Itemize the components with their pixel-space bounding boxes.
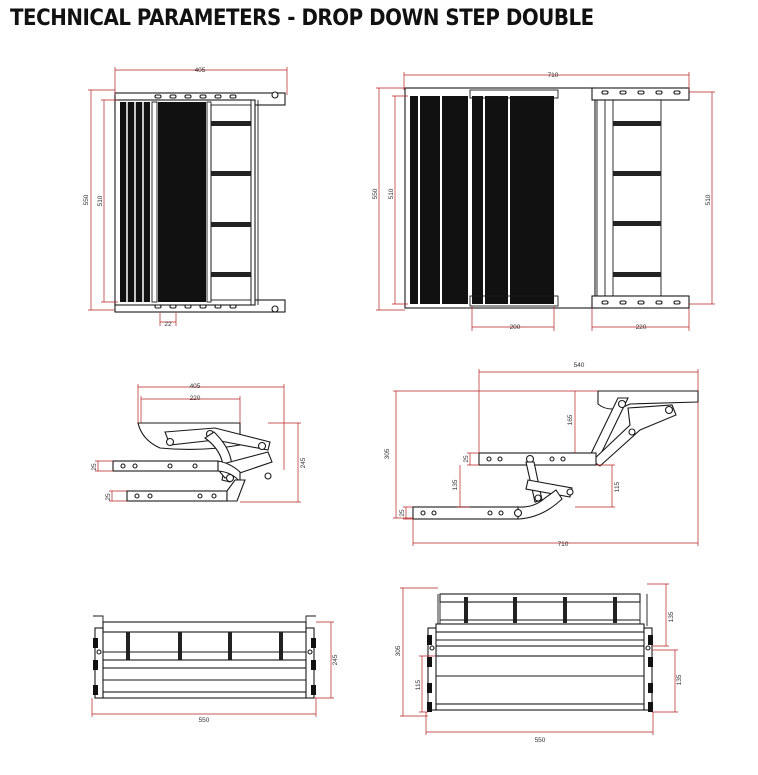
side-view-single: 405 220 245 25 25 xyxy=(91,383,307,503)
dim-side-double-height: 305 xyxy=(384,448,391,459)
dim-side-single-height: 245 xyxy=(300,457,307,468)
dim-side-double-top: 540 xyxy=(574,362,585,369)
dim-side-single-width: 405 xyxy=(190,383,201,390)
dim-top-single-width: 405 xyxy=(195,67,206,74)
dim-front-double-left-mid: 115 xyxy=(415,679,422,690)
dim-front-double-height: 305 xyxy=(395,645,402,656)
dim-top-single-bottom: 22 xyxy=(164,321,172,328)
dim-front-single-height: 245 xyxy=(332,654,339,665)
dim-side-double-bottom: 710 xyxy=(558,541,569,548)
front-view-double: 135 305 115 135 550 xyxy=(395,583,683,744)
dim-front-double-top-right: 135 xyxy=(668,611,675,622)
dim-side-double-rise: 165 xyxy=(567,414,574,425)
front-view-single: 245 550 xyxy=(91,615,339,724)
dim-side-double-step-mid: 135 xyxy=(452,479,459,490)
dim-top-double-width: 710 xyxy=(548,72,559,79)
dim-top-double-bottom-left: 200 xyxy=(510,324,521,331)
dim-top-double-height-right: 510 xyxy=(705,194,712,205)
dim-front-double-right-mid: 135 xyxy=(676,674,683,685)
dim-front-double-width: 550 xyxy=(535,737,546,744)
dim-top-single-height-outer: 550 xyxy=(83,194,90,205)
dim-top-double-height-left-outer: 550 xyxy=(372,188,379,199)
dim-top-single-height-inner: 510 xyxy=(97,195,104,206)
dim-side-double-step-bottom: 25 xyxy=(399,509,406,517)
top-view-single: 405 550 510 22 xyxy=(83,67,288,328)
dim-side-double-right: 115 xyxy=(614,481,621,492)
dim-side-single-step2: 25 xyxy=(105,493,112,501)
dim-side-double-step-top: 25 xyxy=(463,455,470,463)
dim-side-single-step1: 25 xyxy=(91,463,98,471)
dim-front-single-width: 550 xyxy=(199,717,210,724)
top-view-double: 710 550 510 510 200 220 xyxy=(372,72,715,331)
dim-side-single-top: 220 xyxy=(190,395,201,402)
page-title: TECHNICAL PARAMETERS - DROP DOWN STEP DO… xyxy=(10,6,594,31)
dim-top-double-bottom-right: 220 xyxy=(636,324,647,331)
dim-top-double-height-left-inner: 510 xyxy=(388,188,395,199)
side-view-double: 540 165 305 25 135 115 25 710 xyxy=(384,362,699,548)
